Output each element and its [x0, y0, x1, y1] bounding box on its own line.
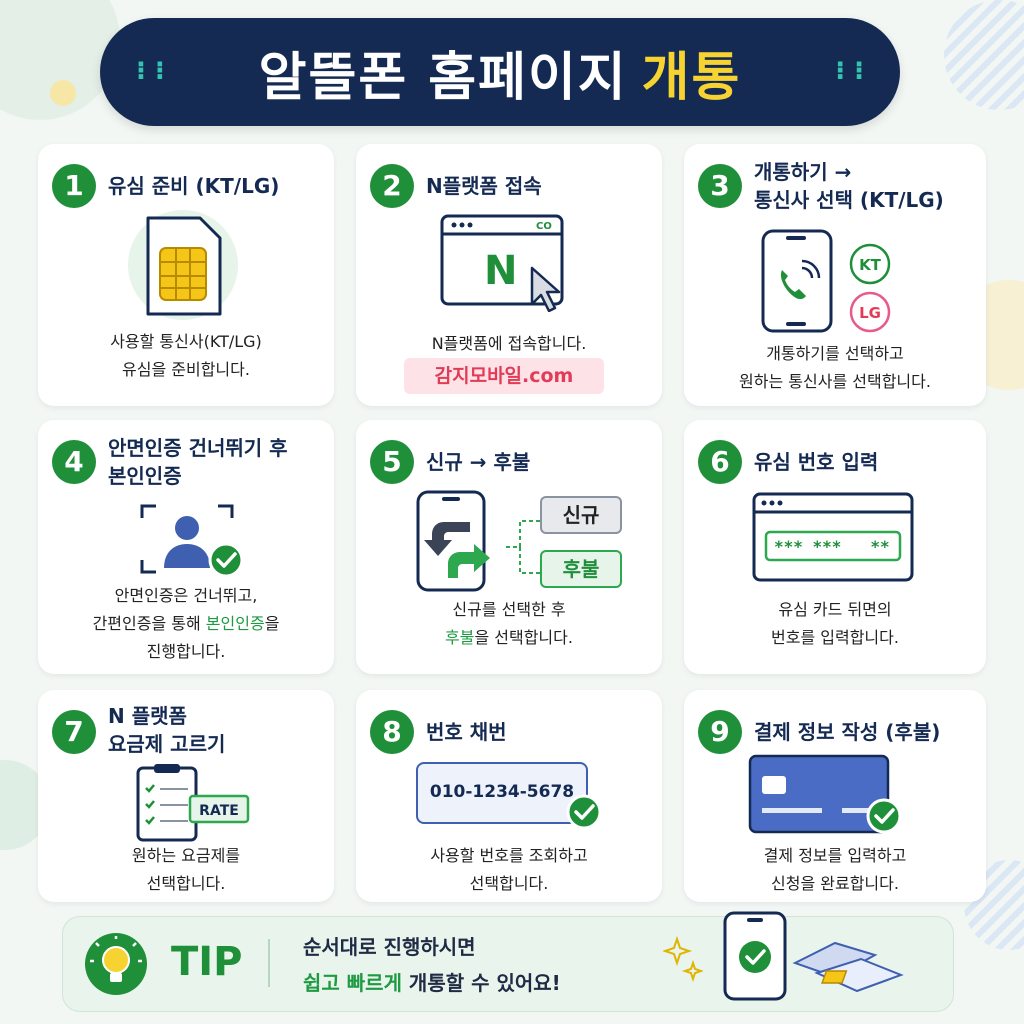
dot-decoration [50, 80, 76, 106]
step-desc-highlight: 본인인증 [205, 614, 265, 633]
step-number: 9 [698, 710, 742, 754]
step-desc: 간편인증을 통해 [92, 614, 206, 633]
step-desc-highlight: 후불 [445, 628, 475, 647]
step-title: 번호 채번 [426, 720, 507, 744]
tip-highlight: 쉽고 빠르게 [303, 971, 402, 995]
step-desc: 신청을 완료합니다. [771, 874, 899, 893]
step-card-6: 6 유심 번호 입력 *** *** ** 유심 카드 뒤면의 번호를 입력합니… [684, 420, 986, 674]
step-title: 신규 → 후불 [426, 450, 531, 474]
option-postpaid[interactable]: 후불 [540, 550, 622, 588]
page-title-highlight: 개통 [641, 47, 742, 108]
sparkle-icon [663, 935, 703, 983]
step-card-9: 9 결제 정보 작성 (후불) 결제 정보를 입력하고 신청을 완료합니다. [684, 690, 986, 902]
step-card-5: 5 신규 → 후불 신규 후불 신규를 선택한 후 후불을 선택합니다. [356, 420, 662, 674]
step-desc: 신규를 선택한 후 [452, 600, 566, 619]
step-desc: 유심을 준비합니다. [122, 360, 250, 379]
sparkle-icon: ⁝ ⁝ [136, 56, 165, 86]
sparkle-icon: ⁝ ⁝ [835, 56, 864, 86]
step-desc: 번호를 입력합니다. [771, 628, 899, 647]
sim-card-icon [128, 210, 238, 320]
clipboard-checklist-icon: RATE [136, 764, 250, 842]
step-card-2: 2 N플랫폼 접속 N CO N플랫폼에 접속합니다. 감지모바일.com [356, 144, 662, 406]
step-card-3: 3 개통하기 → 통신사 선택 (KT/LG) KT LG 개통하기를 선택하고… [684, 144, 986, 406]
step-desc: 안면인증은 건너뛰고, [114, 586, 258, 605]
step-desc: 을 [264, 614, 280, 633]
tip-text: 순서대로 진행하시면 [303, 935, 476, 959]
carrier-label: LG [859, 304, 881, 322]
lightbulb-icon [85, 933, 147, 995]
face-scan-icon [140, 504, 244, 578]
check-circle-icon [566, 794, 602, 830]
step-card-7: 7 N 플랫폼 요금제 고르기 RATE 원하는 요금제를 선택합니다. [38, 690, 334, 902]
step-desc: 결제 정보를 입력하고 [763, 846, 907, 865]
browser-tag: CO [536, 221, 552, 232]
rate-label: RATE [199, 803, 239, 819]
step-title: 유심 번호 입력 [754, 450, 879, 474]
step-number: 6 [698, 440, 742, 484]
step-desc: 진행합니다. [146, 642, 226, 661]
step-title: 결제 정보 작성 (후불) [754, 720, 941, 744]
step-card-8: 8 번호 채번 010-1234-5678 사용할 번호를 조회하고 선택합니다… [356, 690, 662, 902]
tip-text: 개통할 수 있어요! [401, 971, 561, 995]
step-desc: 유심 카드 뒤면의 [778, 600, 892, 619]
carrier-label: KT [859, 256, 882, 274]
step-desc: 사용할 통신사(KT/LG) [110, 332, 262, 351]
phone-switch-icon [416, 490, 490, 592]
step-number: 7 [52, 710, 96, 754]
step-number: 3 [698, 164, 742, 208]
phone-sim-illustration [723, 911, 904, 1001]
credit-card-icon [748, 754, 902, 834]
step-title: 안면인증 건너뛰기 후 [108, 436, 288, 460]
step-title: 본인인증 [108, 464, 182, 488]
tip-box: TIP 순서대로 진행하시면 쉽고 빠르게 개통할 수 있어요! [62, 911, 954, 1012]
tip-label: TIP [171, 939, 243, 985]
step-desc: 원하는 요금제를 [131, 846, 241, 865]
step-card-1: 1 유심 준비 (KT/LG) 사용할 통신사(KT/LG) 유심을 준비합니다… [38, 144, 334, 406]
stripe-decoration [944, 0, 1024, 110]
phone-call-icon [761, 229, 833, 333]
step-title: 요금제 고르기 [108, 732, 226, 756]
step-desc: 원하는 통신사를 선택합니다. [739, 372, 931, 391]
step-number: 1 [52, 164, 96, 208]
step-desc: 사용할 번호를 조회하고 [430, 846, 588, 865]
browser-letter: N [484, 248, 517, 294]
step-title: N플랫폼 접속 [426, 174, 542, 198]
option-new[interactable]: 신규 [540, 496, 622, 534]
step-desc: 을 선택합니다. [474, 628, 573, 647]
step-title: 유심 준비 (KT/LG) [108, 174, 280, 198]
number-box: 010-1234-5678 [416, 762, 588, 824]
phone-number: 010-1234-5678 [429, 782, 575, 802]
masked-input: *** *** ** [774, 537, 890, 556]
connector-lines [506, 520, 540, 574]
step-card-4: 4 안면인증 건너뛰기 후 본인인증 안면인증은 건너뛰고, 간편인증을 통해 … [38, 420, 334, 674]
lg-badge-icon: LG [849, 291, 891, 333]
title-banner: ⁝ ⁝ 알뜰폰 홈페이지 개통 ⁝ ⁝ [100, 18, 900, 126]
step-desc: 선택합니다. [146, 874, 226, 893]
kt-badge-icon: KT [849, 243, 891, 285]
step-number: 5 [370, 440, 414, 484]
divider [268, 939, 270, 987]
page-title: 알뜰폰 홈페이지 [258, 47, 628, 108]
step-desc: N플랫폼에 접속합니다. [431, 334, 587, 353]
step-desc: 개통하기를 선택하고 [766, 344, 904, 363]
step-title: 통신사 선택 (KT/LG) [754, 188, 944, 212]
step-number: 8 [370, 710, 414, 754]
step-number: 2 [370, 164, 414, 208]
site-link[interactable]: 감지모바일.com [404, 358, 604, 394]
step-number: 4 [52, 440, 96, 484]
step-desc: 선택합니다. [469, 874, 549, 893]
step-title: 개통하기 → [754, 160, 852, 184]
browser-window-icon: N CO [440, 214, 564, 312]
browser-form-icon: *** *** ** [752, 492, 914, 582]
step-title: N 플랫폼 [108, 704, 187, 728]
